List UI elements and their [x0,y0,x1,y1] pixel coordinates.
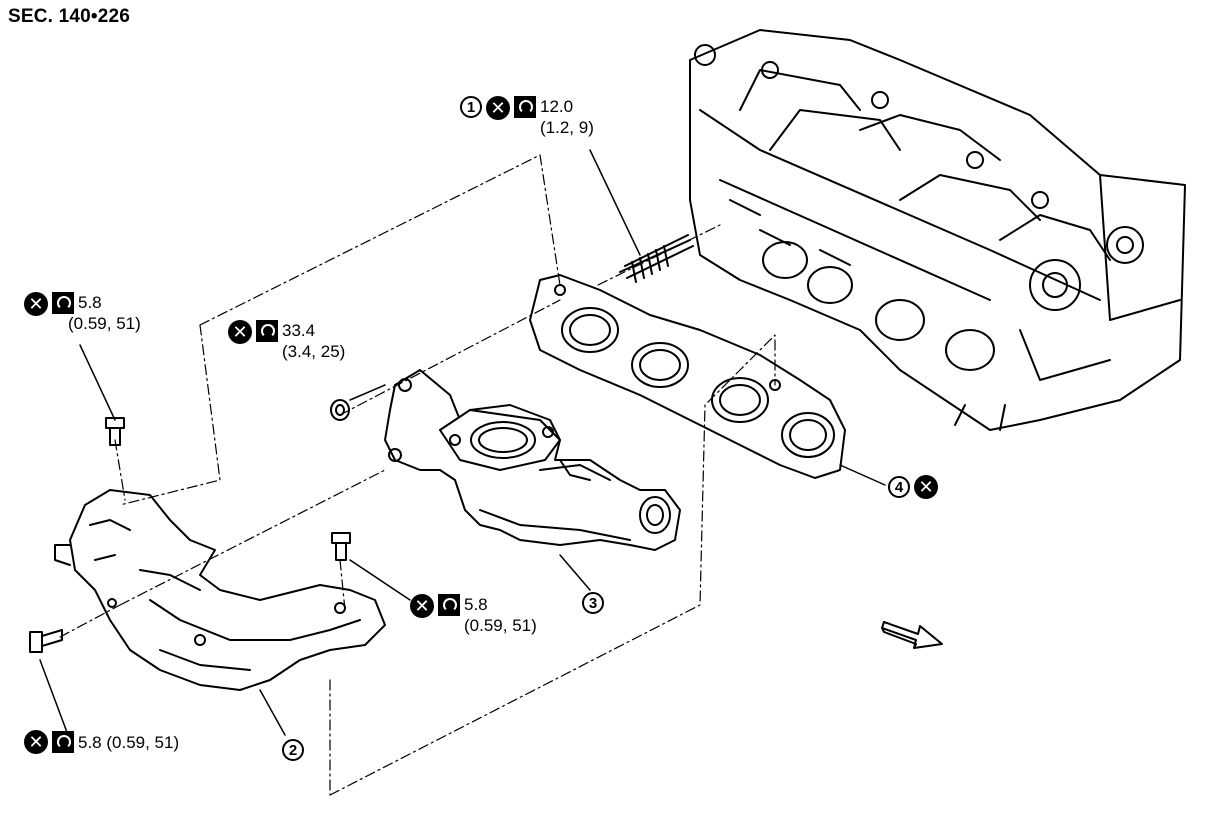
exhaust-manifold [384,369,681,551]
stud-torque-callout: 1 ✕ 12.0 (1.2, 9) [460,96,594,138]
part-label-manifold: 3 [582,592,604,614]
do-not-reuse-icon: ✕ [410,594,434,618]
nut-torque-callout: ✕ 33.4 (3.4, 25) [228,320,345,362]
section-reference: SEC. 140•226 [8,6,131,27]
do-not-reuse-icon: ✕ [486,96,510,120]
cover-lower-torque-value: 5.8 (0.59, 51) [78,732,180,752]
torque-wrench-icon [514,96,536,118]
part-label-cover: 2 [282,739,304,761]
cover-mid-torque-value: 5.8 [464,595,488,614]
nut [330,399,350,421]
do-not-reuse-icon: ✕ [24,292,48,316]
nut-torque-value: 33.4 [282,321,316,340]
front-direction-arrow-icon [881,621,943,649]
cover-lower-bolt [29,629,63,653]
torque-wrench-icon [256,320,278,342]
cover-upper-torque-alt: (0.59, 51) [68,314,141,333]
cover-mid-bolt-callout: ✕ 5.8 (0.59, 51) [410,594,537,636]
part-label-gasket: 4 ✕ [888,475,938,499]
nut-torque-alt: (3.4, 25) [282,342,346,361]
leader-lines [39,149,886,736]
do-not-reuse-icon: ✕ [24,730,48,754]
cylinder-head [689,29,1186,431]
part-number-3: 3 [582,592,604,614]
torque-wrench-icon [52,731,74,753]
stud-torque-alt: (1.2, 9) [540,118,594,137]
alignment-lines [59,154,776,796]
cover-upper-bolt [105,417,125,446]
cover-upper-torque-value: 5.8 [78,293,102,312]
part-number-1: 1 [460,96,482,118]
part-number-2: 2 [282,739,304,761]
torque-wrench-icon [438,594,460,616]
part-number-4: 4 [888,476,910,498]
stud [619,234,694,283]
do-not-reuse-icon: ✕ [228,320,252,344]
cover-mid-torque-alt: (0.59, 51) [464,616,537,635]
gasket [529,274,846,479]
stud-torque-value: 12.0 [540,97,574,116]
cover-mid-bolt [331,532,351,561]
heat-insulator-cover [54,489,386,691]
cover-upper-bolt-callout: ✕ 5.8 (0.59, 51) [24,292,141,334]
do-not-reuse-icon: ✕ [914,475,938,499]
torque-wrench-icon [52,292,74,314]
cover-lower-bolt-callout: ✕ 5.8 (0.59, 51) [24,730,179,754]
